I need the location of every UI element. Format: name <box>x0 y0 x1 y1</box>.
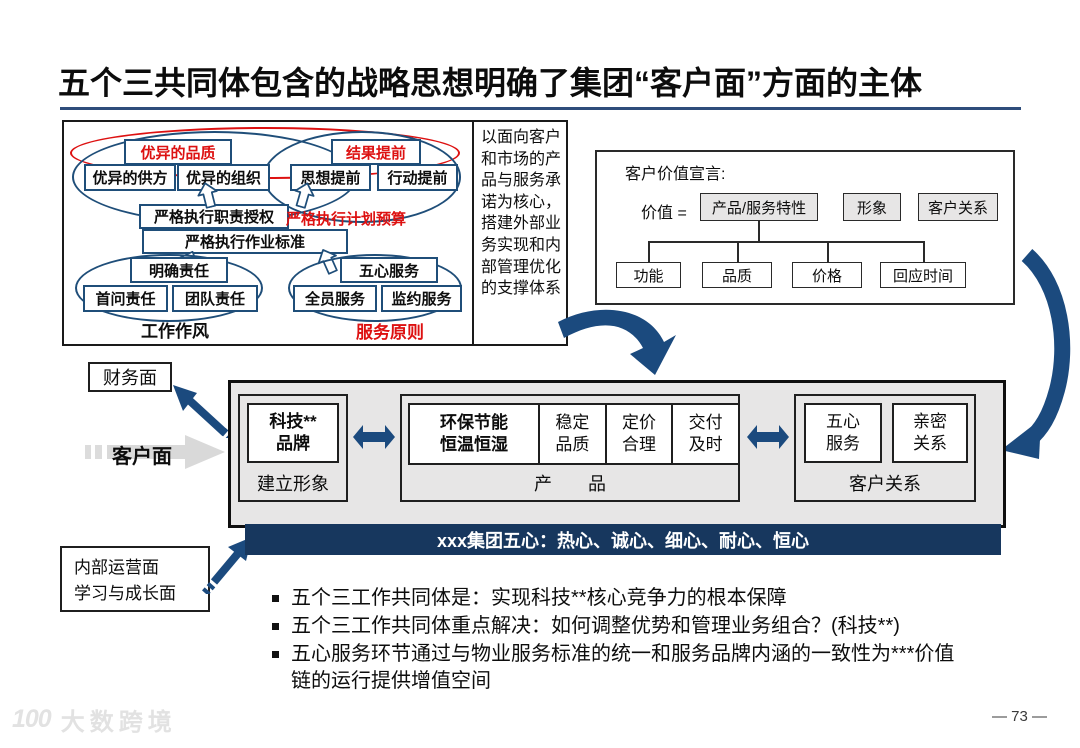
learning-perspective-label: 学习与成长面 <box>74 584 176 603</box>
core-note: 以面向客户和市场的产品与服务承诺为核心，搭建外部业务实现和内部管理优化的支撑体系 <box>481 129 562 298</box>
team-duty-box: 团队责任 <box>172 285 258 312</box>
up-arrow-icon <box>197 182 218 209</box>
organization-box: 优异的组织 <box>177 164 270 191</box>
relation-cell-service: 五心 服务 <box>804 403 882 463</box>
product-cell-env: 环保节能 恒温恒湿 <box>440 413 508 454</box>
curved-arrow-left-icon <box>1001 249 1071 459</box>
work-standard-box: 严格执行作业标准 <box>142 229 348 254</box>
customer-perspective-arrow <box>85 435 225 469</box>
product-cells: 环保节能 恒温恒湿 稳定 品质 定价 合理 交付 及时 <box>408 403 740 465</box>
plan-budget-text: 严格执行计划预算 <box>286 211 407 228</box>
thought-box: 思想提前 <box>290 164 371 191</box>
work-style-ellipse <box>75 254 263 322</box>
bullet-text: 五个三工作共同体是：实现科技**核心竞争力的根本保障 <box>291 587 787 609</box>
clear-duty-box: 明确责任 <box>130 257 228 283</box>
tree-branch <box>648 241 924 243</box>
title-underline <box>60 107 1021 110</box>
five-heart-box: 五心服务 <box>340 257 438 283</box>
relation-cell-intimacy: 亲密 关系 <box>892 403 968 463</box>
tree-drop <box>923 241 925 262</box>
five-hearts-banner: xxx集团五心：热心、诚心、细心、耐心、恒心 <box>245 524 1001 555</box>
page-number: — 73 — <box>992 708 1048 725</box>
tree-stem <box>758 221 760 241</box>
curved-arrow-down-icon <box>558 309 676 375</box>
bullet-text: 五心服务环节通过与物业服务标准的统一和服务品牌内涵的一致性为***价值链的运行提… <box>291 643 955 692</box>
finance-perspective-box: 财务面 <box>88 362 172 392</box>
customer-perspective-label: 客户面 <box>112 446 172 468</box>
product-cell-quality: 稳定 品质 <box>538 405 605 463</box>
double-arrow-icon <box>747 425 789 449</box>
bullet-item: 五个三工作共同体是：实现科技**核心竞争力的根本保障 <box>272 585 962 612</box>
page-title: 五个三共同体包含的战略思想明确了集团“客户面”方面的主体 <box>58 65 923 101</box>
double-arrow-icon <box>353 425 395 449</box>
attr-function: 功能 <box>616 262 681 288</box>
arrow-to-finance-icon <box>173 385 234 438</box>
first-ask-box: 首问责任 <box>83 285 168 312</box>
quality-title-box: 优异的品质 <box>124 139 232 165</box>
bullet-icon <box>272 623 279 630</box>
attr-response-time: 回应时间 <box>880 262 966 288</box>
bullet-item: 五心服务环节通过与物业服务标准的统一和服务品牌内涵的一致性为***价值链的运行提… <box>272 641 962 695</box>
product-cell-delivery: 交付 及时 <box>671 405 738 463</box>
internal-learning-box: 内部运营面 学习与成长面 <box>60 546 210 612</box>
bullet-item: 五个三工作共同体重点解决：如何调整优势和管理业务组合？(科技**) <box>272 613 962 640</box>
logo-icon: 100 <box>12 705 52 733</box>
bullet-text: 五个三工作共同体重点解决：如何调整优势和管理业务组合？(科技**) <box>291 615 900 637</box>
action-box: 行动提前 <box>377 164 458 191</box>
value-equation: 价值 = <box>641 205 687 222</box>
supplier-box: 优异的供方 <box>84 164 176 191</box>
attr-price: 价格 <box>792 262 862 288</box>
watermark-logo: 100 大数跨境 <box>12 702 177 737</box>
work-style-label: 工作作风 <box>141 322 209 341</box>
attr-quality: 品质 <box>702 262 772 288</box>
component-product-service: 产品/服务特性 <box>700 193 818 221</box>
internal-perspective-label: 内部运营面 <box>74 558 159 577</box>
bullet-list: 五个三工作共同体是：实现科技**核心竞争力的根本保障 五个三工作共同体重点解决：… <box>272 585 962 696</box>
supervise-box: 监约服务 <box>381 285 462 312</box>
up-arrow-icon <box>294 182 315 209</box>
component-customer-relation: 客户关系 <box>918 193 998 221</box>
tree-drop <box>737 241 739 262</box>
duty-auth-box: 严格执行职责授权 <box>139 204 289 229</box>
brand-box: 科技** 品牌 <box>247 403 339 463</box>
brand-group-label: 建立形象 <box>257 474 329 494</box>
tree-drop <box>827 241 829 262</box>
product-cell-price: 定价 合理 <box>604 405 672 463</box>
service-principle-label: 服务原则 <box>356 323 424 342</box>
all-staff-box: 全员服务 <box>293 285 377 312</box>
logo-text: 大数跨境 <box>60 709 177 736</box>
figure-divider <box>472 122 474 344</box>
bullet-icon <box>272 595 279 602</box>
component-image: 形象 <box>843 193 901 221</box>
product-group-label: 产 品 <box>534 474 606 494</box>
customer-value-title: 客户价值宣言: <box>625 166 726 183</box>
tree-drop <box>648 241 650 262</box>
result-title-box: 结果提前 <box>331 139 421 165</box>
relation-group-label: 客户关系 <box>849 474 921 494</box>
bullet-icon <box>272 651 279 658</box>
